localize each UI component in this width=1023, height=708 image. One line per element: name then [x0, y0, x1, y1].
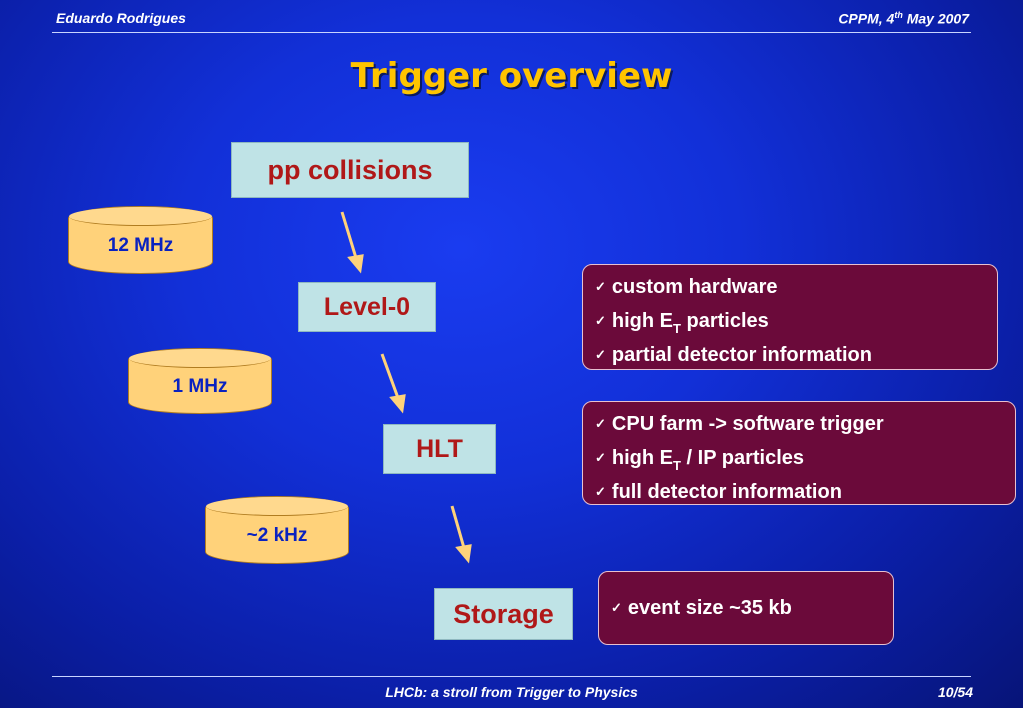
cylinder-top: [69, 207, 212, 226]
info-line: ✓ high ET / IP particles: [595, 441, 1003, 475]
footer-page-number: 10/54: [937, 684, 973, 700]
header-author: Eduardo Rodrigues: [56, 10, 186, 26]
rate-label: ~2 kHz: [246, 525, 308, 546]
info-line: ✓ CPU farm -> software trigger: [595, 407, 1003, 441]
check-icon: ✓: [595, 347, 606, 362]
info-line: ✓ event size ~35 kb: [611, 591, 881, 625]
info-text: full detector information: [611, 481, 842, 503]
info-subscript: T: [673, 321, 681, 336]
header-venue-sup: th: [894, 10, 903, 20]
cylinder-top: [129, 349, 271, 368]
hlt-box: HLT: [383, 424, 496, 474]
info-text: particles: [680, 310, 769, 332]
info-text: partial detector information: [611, 344, 872, 366]
header-venue-post: May 2007: [902, 10, 969, 27]
info-text: high E: [611, 310, 674, 332]
rate-cylinder-2khz: ~2 kHz: [205, 496, 349, 564]
storage-info-panel: ✓ event size ~35 kb: [598, 571, 894, 645]
info-subscript: T: [673, 458, 681, 473]
arrow-1: [340, 211, 358, 259]
rate-label: 1 MHz: [172, 376, 228, 397]
check-icon: ✓: [595, 279, 606, 294]
pp-collisions-box: pp collisions: [231, 142, 469, 198]
arrow-3-head: [455, 544, 472, 564]
info-text: CPU farm -> software trigger: [611, 413, 884, 435]
slide-title: Trigger overview: [350, 56, 673, 96]
header-venue-pre: CPPM, 4: [838, 10, 895, 27]
hlt-info-panel: ✓ CPU farm -> software trigger ✓ high ET /…: [582, 401, 1016, 505]
arrow-2: [380, 353, 400, 399]
check-icon: ✓: [595, 313, 606, 328]
rate-cylinder-12mhz: 12 MHz: [68, 206, 213, 274]
info-text: event size ~35 kb: [627, 597, 792, 619]
check-icon: ✓: [595, 416, 606, 431]
arrow-1-head: [347, 254, 364, 274]
header-venue: CPPM, 4th May 2007: [838, 10, 969, 27]
check-icon: ✓: [611, 600, 622, 615]
info-line: ✓ partial detector information: [595, 338, 985, 372]
info-text: / IP particles: [680, 447, 804, 469]
arrow-3: [450, 505, 466, 549]
footer-talk-title: LHCb: a stroll from Trigger to Physics: [385, 684, 638, 700]
check-icon: ✓: [595, 484, 606, 499]
storage-box: Storage: [434, 588, 573, 640]
info-line: ✓ custom hardware: [595, 270, 985, 304]
info-line: ✓ high ET particles: [595, 304, 985, 338]
cylinder-top: [206, 497, 348, 516]
footer-rule: [52, 676, 971, 677]
check-icon: ✓: [595, 450, 606, 465]
level0-box: Level-0: [298, 282, 436, 332]
arrow-2-head: [389, 394, 406, 414]
rate-label: 12 MHz: [107, 235, 174, 256]
info-text: custom hardware: [611, 276, 778, 298]
info-text: high E: [611, 447, 674, 469]
level0-info-panel: ✓ custom hardware ✓ high ET particles ✓ par…: [582, 264, 998, 370]
info-line: ✓ full detector information: [595, 475, 1003, 509]
rate-cylinder-1mhz: 1 MHz: [128, 348, 272, 414]
header-rule: [52, 32, 971, 33]
